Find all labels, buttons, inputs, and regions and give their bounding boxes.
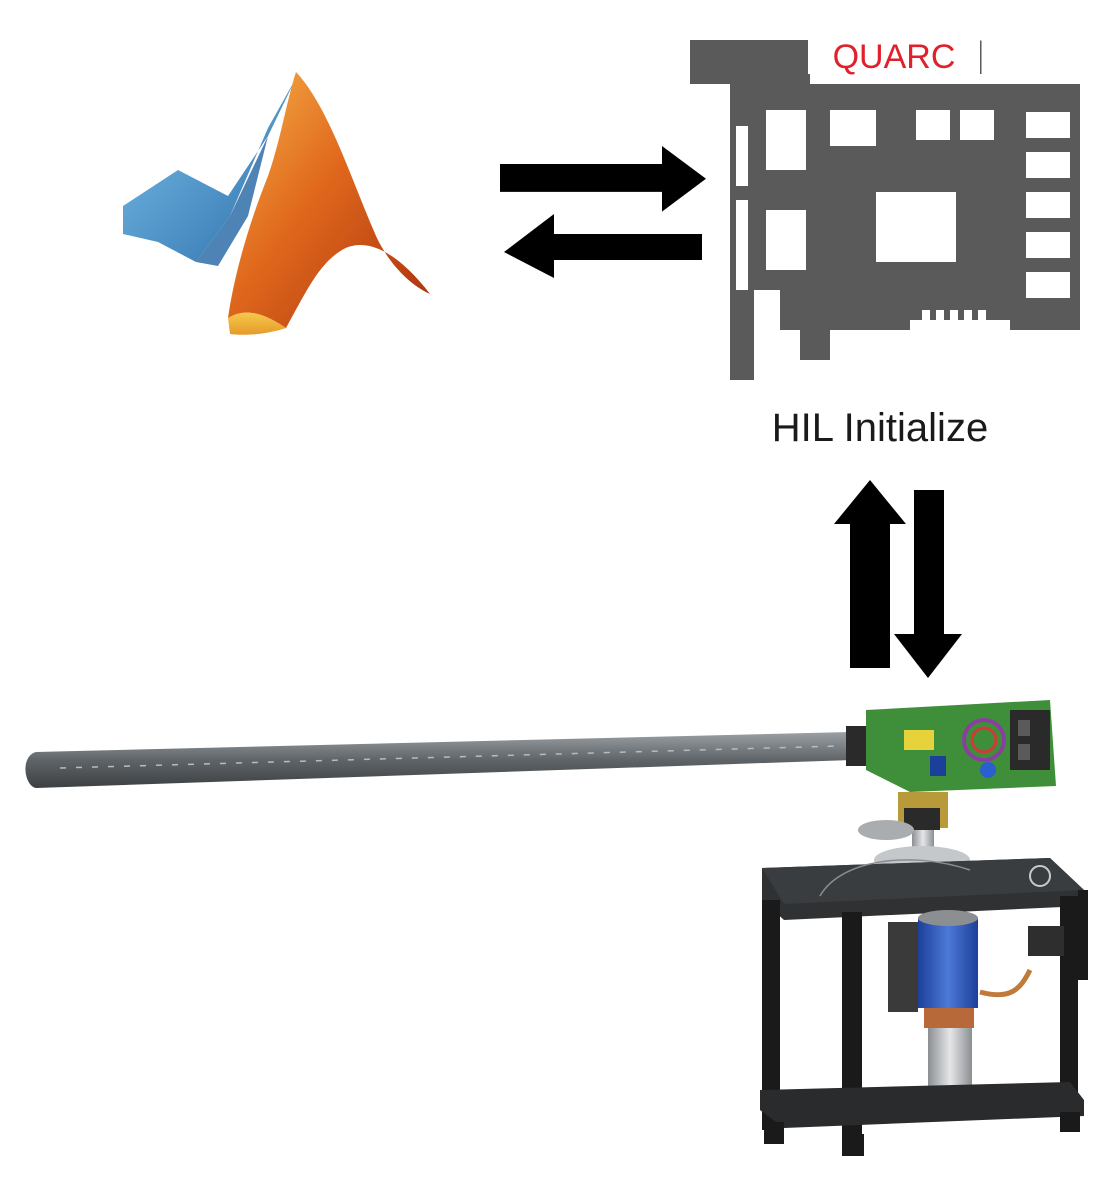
hil-initialize-label: HIL Initialize — [771, 406, 989, 450]
rotary-flexible-link-icon — [20, 690, 1100, 1160]
bidirectional-arrows-horizontal-icon — [494, 146, 714, 280]
quarc-brand-label: QUARC — [833, 38, 956, 76]
bidirectional-arrows-vertical-icon — [828, 474, 978, 684]
daq-card-icon: QUARC — [680, 30, 1090, 380]
matlab-logo-icon — [118, 66, 436, 338]
